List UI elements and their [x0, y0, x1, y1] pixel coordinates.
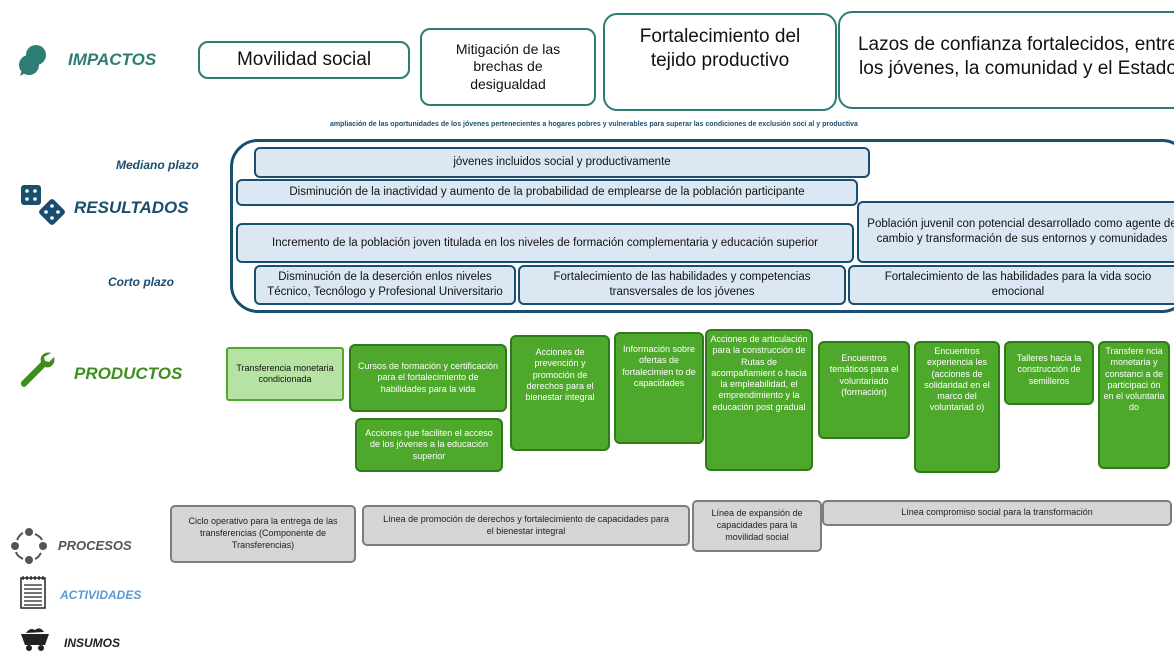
- process-promocion-derechos: Línea de promoción de derechos y fortale…: [362, 505, 690, 546]
- result-habilidades-transversales: Fortalecimiento de las habilidades y com…: [518, 265, 846, 305]
- actividades-label: ACTIVIDADES: [60, 588, 142, 602]
- dice-icon: [20, 184, 70, 230]
- process-compromiso-social: Línea compromiso social para la transfor…: [822, 500, 1172, 526]
- product-cursos-formacion: Cursos de formación y certificación para…: [349, 344, 507, 412]
- product-acceso-educacion: Acciones que faciliten el acceso de los …: [355, 418, 503, 472]
- result-incremento-titulada: Incremento de la población joven titulad…: [236, 223, 854, 263]
- result-desercion: Disminución de la deserción enlos nivele…: [254, 265, 516, 305]
- corto-plazo-label: Corto plazo: [108, 275, 174, 289]
- mine-cart-icon: [20, 626, 50, 652]
- product-transferencia-monetaria: Transferencia monetaria condicionada: [226, 347, 344, 401]
- process-ciclo-operativo: Ciclo operativo para la entrega de las t…: [170, 505, 356, 563]
- process-expansion-capacidades: Línea de expansión de capacidades para l…: [692, 500, 822, 552]
- productos-label: PRODUCTOS: [74, 364, 183, 383]
- product-encuentros-experienciales: Encuentros experiencia les (acciones de …: [914, 341, 1000, 473]
- impactos-label: IMPACTOS: [68, 50, 157, 69]
- result-habilidades-vida: Fortalecimiento de las habilidades para …: [848, 265, 1174, 305]
- wrench-icon: [16, 350, 60, 392]
- result-disminucion-inactividad: Disminución de la inactividad y aumento …: [236, 179, 858, 206]
- cycle-icon: [10, 527, 48, 565]
- mediano-plazo-label: Mediano plazo: [116, 158, 199, 172]
- result-jovenes-incluidos: jóvenes incluidos social y productivamen…: [254, 147, 870, 178]
- impact-mitigacion-brechas: Mitigación de las brechas de desigualdad: [420, 28, 596, 106]
- result-poblacion-juvenil: Población juvenil con potencial desarrol…: [857, 201, 1174, 263]
- product-transferencia-voluntariado: Transfere ncia monetaria y constanci a d…: [1098, 341, 1170, 469]
- chat-bubbles-icon: [18, 44, 48, 76]
- notepad-icon: [20, 575, 46, 609]
- resultados-label: RESULTADOS: [74, 198, 189, 217]
- product-talleres-semilleros: Talleres hacia la construcción de semill…: [1004, 341, 1094, 405]
- procesos-label: PROCESOS: [58, 538, 132, 553]
- objective-text: ampliación de las oportunidades de los j…: [330, 121, 858, 128]
- product-prevencion-derechos: Acciones de prevención y promoción de de…: [510, 335, 610, 451]
- insumos-label: INSUMOS: [64, 636, 121, 650]
- product-acciones-articulacion: Acciones de articulación para la constru…: [705, 329, 813, 471]
- product-encuentros-tematicos: Encuentros temáticos para el voluntariad…: [818, 341, 910, 439]
- impact-lazos-confianza: Lazos de confianza fortalecidos, entre l…: [838, 11, 1174, 109]
- impact-tejido-productivo: Fortalecimiento del tejido productivo: [603, 13, 837, 111]
- impact-movilidad-social: Movilidad social: [198, 41, 410, 79]
- product-informacion-ofertas: Información sobre ofertas de fortalecimi…: [614, 332, 704, 444]
